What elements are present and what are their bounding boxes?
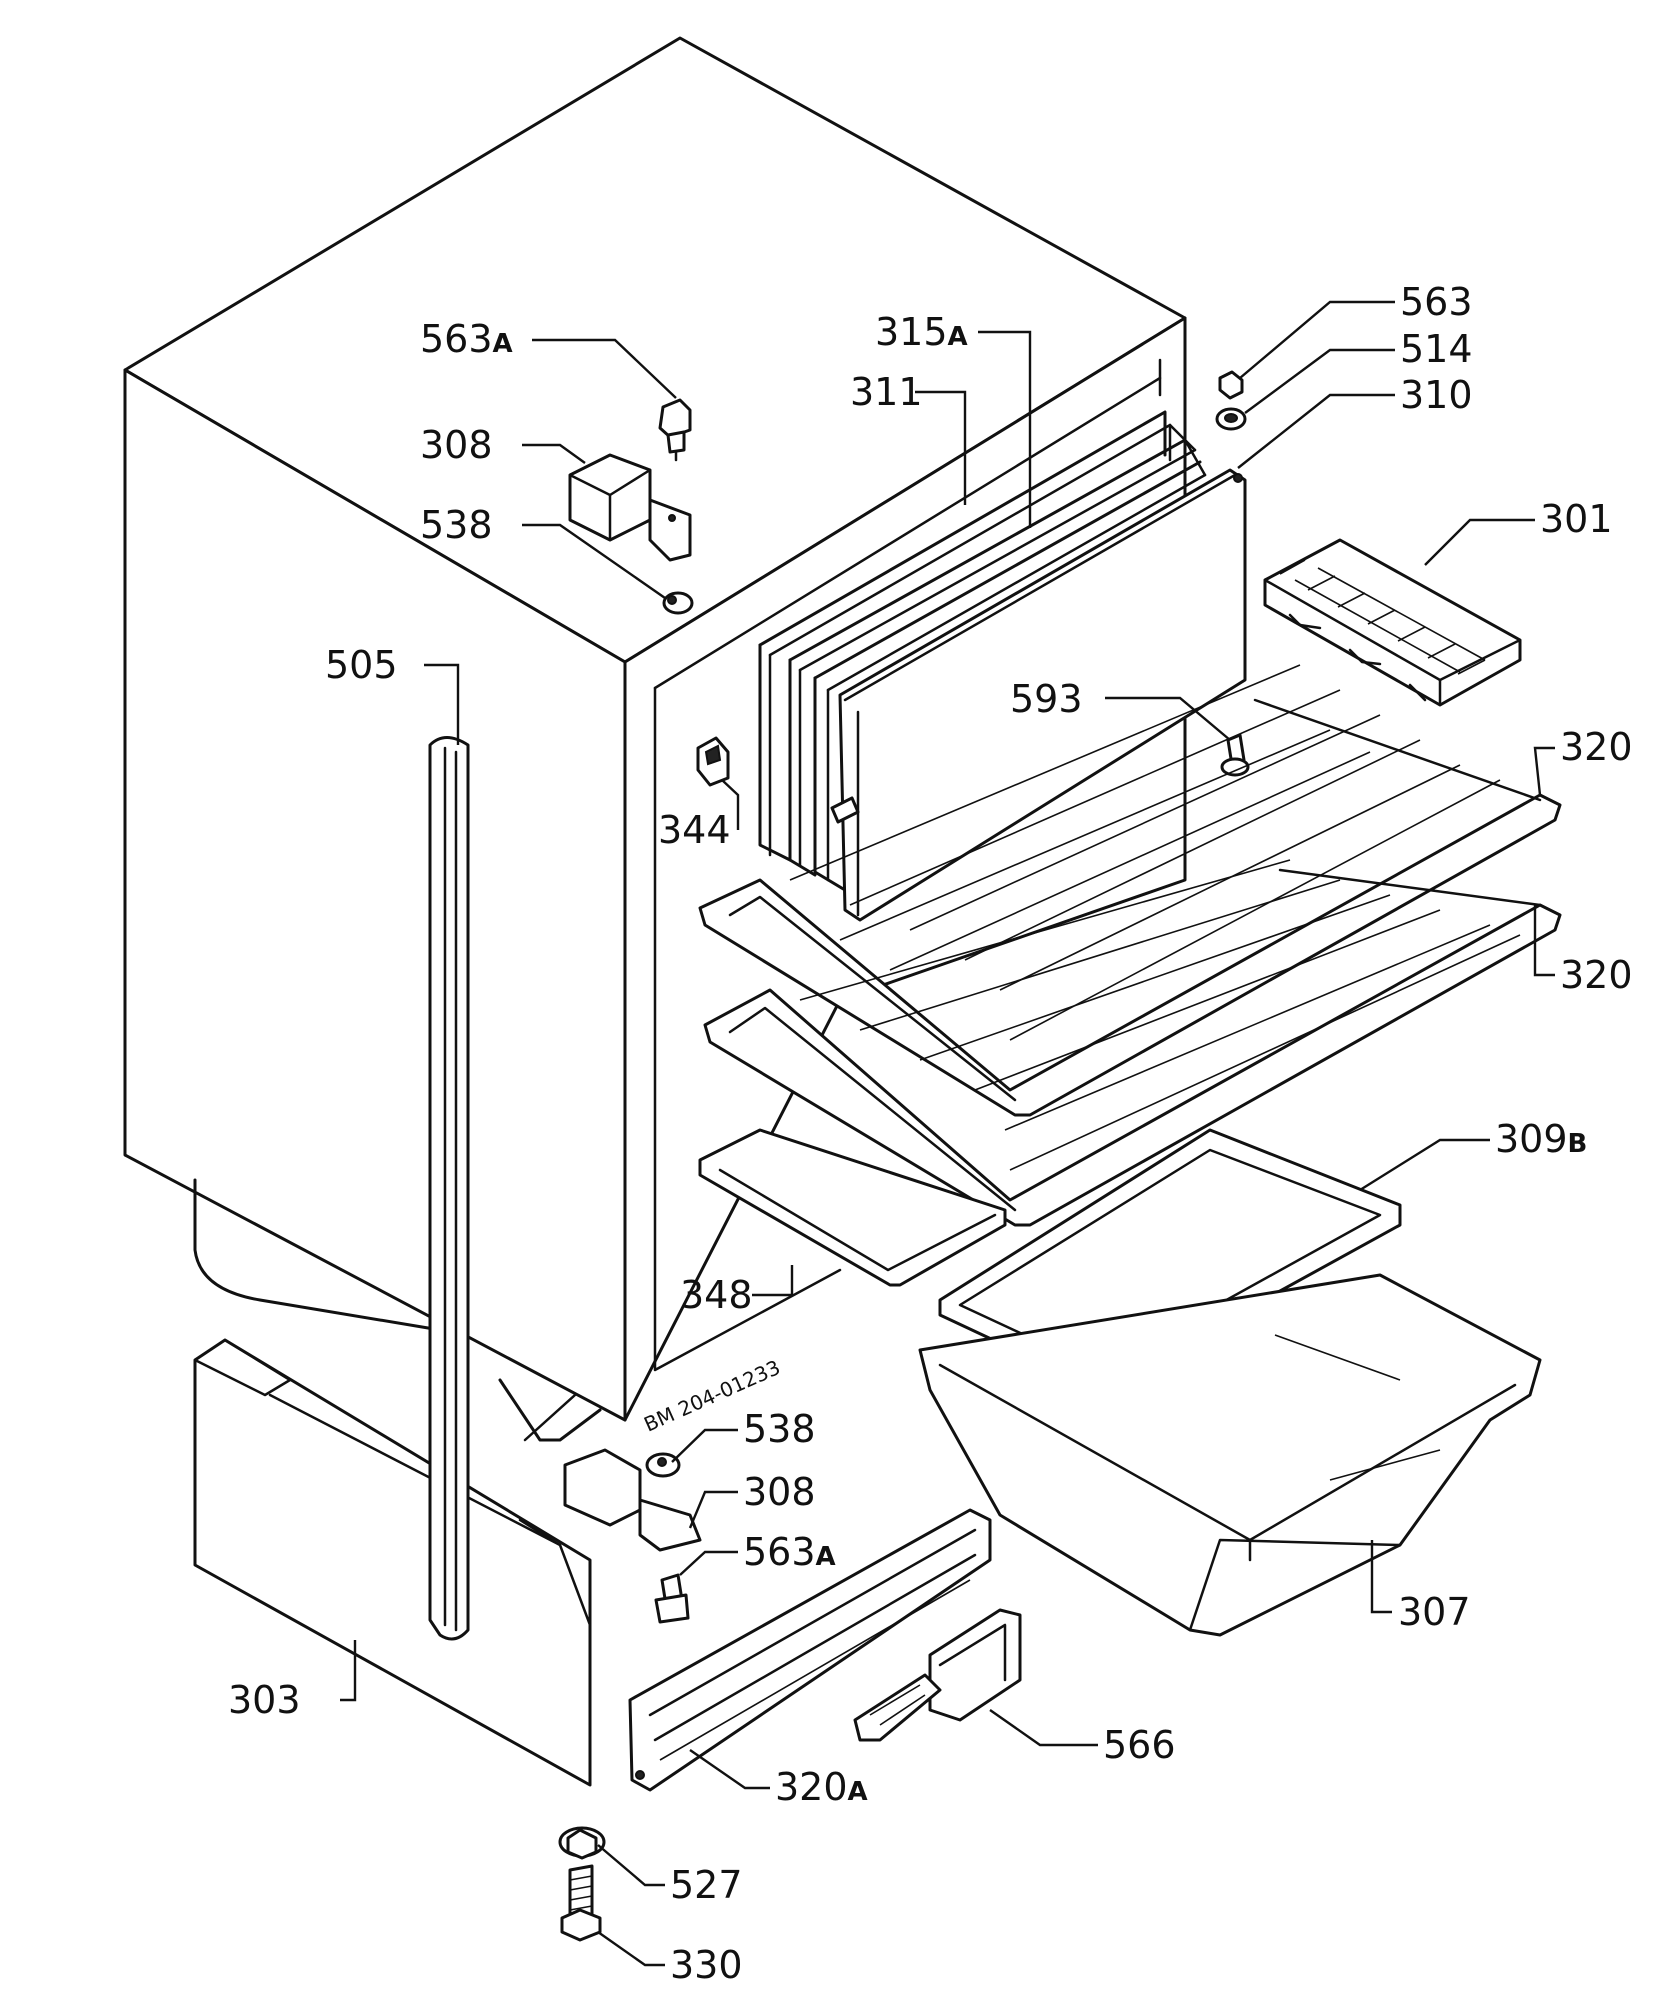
shelf-support-clip xyxy=(696,736,730,787)
callout-538-bottom: 538 xyxy=(743,1407,816,1451)
callout-538-top: 538 xyxy=(420,503,493,547)
callout-310: 310 xyxy=(1400,373,1473,417)
callout-301: 301 xyxy=(1540,497,1613,541)
callout-308-bottom: 308 xyxy=(743,1470,816,1514)
plinth-panel xyxy=(193,1338,592,1787)
door-pin-and-cap xyxy=(1215,370,1247,431)
crisper-drawer xyxy=(918,1273,1542,1637)
callout-308-top: 308 xyxy=(420,423,493,467)
leader-lines xyxy=(340,300,1555,1967)
bottom-hinge-assembly xyxy=(563,1448,702,1624)
callout-320a: 320A xyxy=(775,1765,868,1809)
callout-labels: 563A 308 538 505 315A 311 563 514 310 30… xyxy=(228,280,1633,1987)
callout-320-middle: 320 xyxy=(1560,953,1633,997)
top-hinge-assembly xyxy=(568,398,694,615)
vent-grille-handle xyxy=(853,1608,1022,1742)
shelf-stud xyxy=(1220,733,1250,777)
callout-563: 563 xyxy=(1400,280,1473,324)
callout-566: 566 xyxy=(1103,1723,1176,1767)
freezer-inner-door xyxy=(830,468,1247,922)
callout-311: 311 xyxy=(850,370,923,414)
callout-527: 527 xyxy=(670,1863,743,1907)
ice-cube-tray xyxy=(1263,538,1522,707)
callout-344: 344 xyxy=(658,808,731,852)
middle-shelf xyxy=(703,859,1562,1227)
callout-320-upper: 320 xyxy=(1560,725,1633,769)
door-gasket-frames xyxy=(758,410,1207,892)
glass-shelf xyxy=(698,1128,1007,1287)
callout-303: 303 xyxy=(228,1678,301,1722)
adjustable-foot xyxy=(558,1826,606,1942)
upper-shelf xyxy=(698,664,1562,1117)
callout-307: 307 xyxy=(1398,1590,1471,1634)
callout-593: 593 xyxy=(1010,677,1083,721)
callout-309b: 309B xyxy=(1495,1117,1587,1161)
callout-315a: 315A xyxy=(875,310,968,354)
callout-563a-top: 563A xyxy=(420,317,513,361)
callout-348: 348 xyxy=(680,1273,753,1317)
callout-330: 330 xyxy=(670,1943,743,1987)
door-handle-strip xyxy=(428,736,470,1641)
callout-514: 514 xyxy=(1400,327,1473,371)
kick-plate-grille xyxy=(628,1508,992,1792)
callout-505: 505 xyxy=(325,643,398,687)
callout-563a-bottom: 563A xyxy=(743,1530,836,1574)
